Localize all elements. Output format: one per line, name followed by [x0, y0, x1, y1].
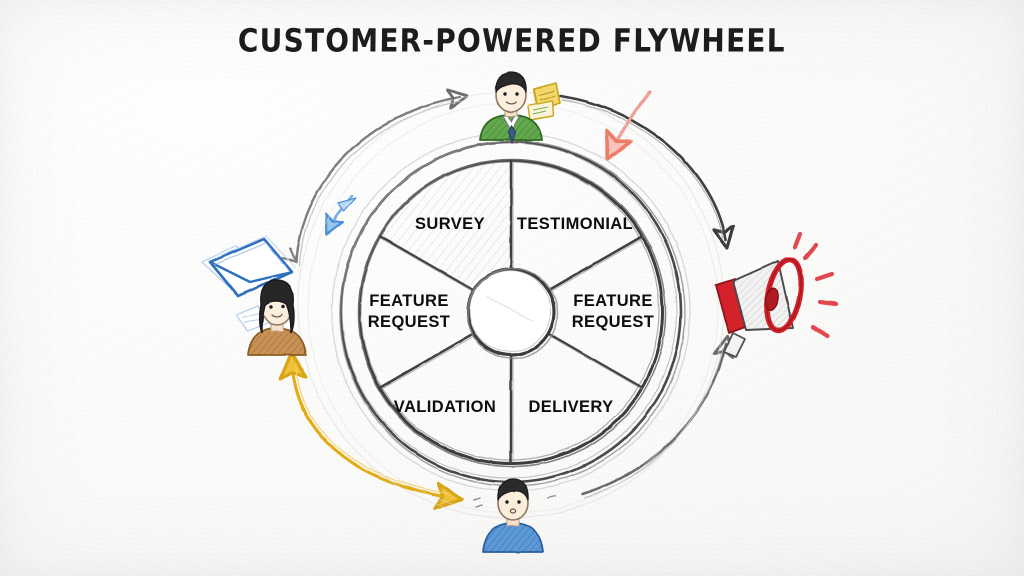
spoke-lower-left [378, 332, 476, 389]
email-envelope-icon [201, 235, 297, 332]
document-note-icon [527, 82, 561, 121]
segment-label-feature-request-right-line2: REQUEST [572, 313, 655, 331]
customer-icon [473, 478, 557, 553]
segment-label-feature-request-right-line1: FEATURE [573, 292, 653, 310]
segment-label-feature-request-left-line2: REQUEST [368, 313, 451, 331]
flywheel-wheel: SURVEY TESTIMONIAL FEATURE REQUEST DELIV… [331, 132, 691, 492]
segment-label-feature-request-left-line1: FEATURE [369, 292, 449, 310]
arrow-inward-blue [330, 194, 357, 228]
customer-icon-2 [247, 279, 307, 356]
sound-wave-lines [792, 231, 839, 339]
arrow-inward-red [612, 90, 652, 150]
center-hub [466, 267, 559, 360]
spoke-lower-right [546, 332, 644, 389]
segment-label-survey: SURVEY [415, 215, 485, 233]
spoke-upper-left [378, 235, 476, 292]
segment-label-validation: VALIDATION [394, 398, 496, 416]
spoke-upper-right [546, 235, 644, 292]
arrow-bottom-left [292, 363, 452, 498]
arrow-top-left [281, 97, 462, 267]
businessman-icon [479, 71, 561, 145]
megaphone-icon [715, 231, 839, 358]
arrow-bottom-right [580, 344, 726, 499]
segment-labels: SURVEY TESTIMONIAL FEATURE REQUEST DELIV… [368, 215, 655, 416]
arrow-top-right [558, 94, 726, 240]
segment-label-delivery: DELIVERY [528, 398, 613, 416]
segment-label-testimonial: TESTIMONIAL [517, 215, 633, 233]
